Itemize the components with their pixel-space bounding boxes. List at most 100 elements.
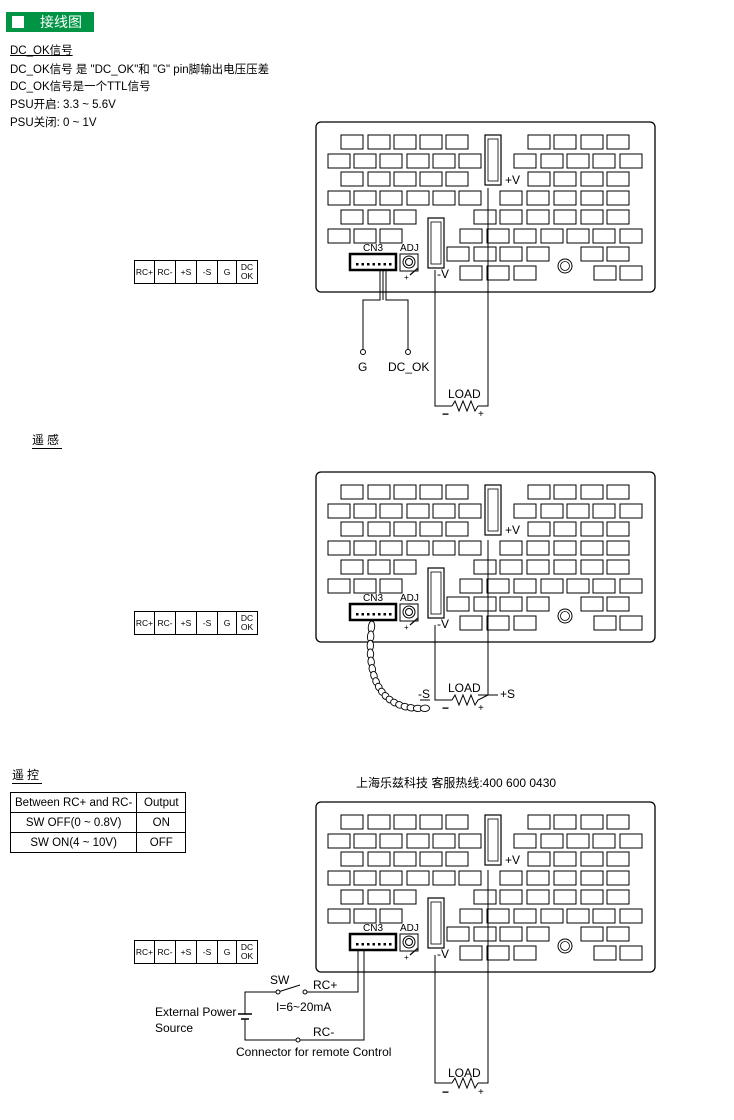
vent-slot <box>393 559 417 575</box>
remote-sense-wiring <box>420 540 498 707</box>
pin-dc-ok: DC OK <box>236 612 257 634</box>
label-load: LOAD <box>448 681 481 695</box>
vent-slot <box>619 265 643 281</box>
label-plus: + <box>478 703 484 714</box>
vent-slot <box>606 814 630 830</box>
connector-cn3 <box>348 252 398 272</box>
vent-slot <box>419 134 443 150</box>
vent-slot <box>526 540 550 556</box>
vent-slot <box>379 503 403 519</box>
vent-slot <box>445 171 469 187</box>
vent-slot <box>553 171 577 187</box>
table-cell: SW ON(4 ~ 10V) <box>9 832 138 853</box>
vent-slot <box>553 521 577 537</box>
vent-slot <box>499 926 523 942</box>
label-adj: ADJ <box>400 593 419 604</box>
vent-slot <box>606 559 630 575</box>
pin-g: G <box>217 612 236 634</box>
label-rc-plus: RC+ <box>313 978 337 992</box>
vent-slot <box>327 578 351 594</box>
vent-slot <box>458 833 482 849</box>
vent-slot <box>592 503 616 519</box>
vent-slot <box>619 153 643 169</box>
label-plus: + <box>478 1087 484 1098</box>
vent-slot <box>540 908 564 924</box>
remote-control-table: Between RC+ and RC- Output SW OFF(0 ~ 0.… <box>9 792 187 853</box>
vent-slot <box>513 153 537 169</box>
vent-slot <box>393 851 417 867</box>
vent-slot <box>513 833 537 849</box>
vent-slot <box>593 265 617 281</box>
dcok-line-2: DC_OK信号是一个TTL信号 <box>10 81 151 93</box>
vent-slot <box>367 521 391 537</box>
vent-slot <box>580 851 604 867</box>
label-minus: − <box>442 1085 449 1099</box>
table-row: SW OFF(0 ~ 0.8V) ON <box>9 812 187 833</box>
vent-slot <box>353 908 377 924</box>
vent-slot <box>513 615 537 631</box>
vent-slot <box>340 889 364 905</box>
pin-rc-plus: RC+ <box>135 266 154 277</box>
vent-slot <box>606 540 630 556</box>
vent-slot <box>432 503 456 519</box>
label-ext-power: External Power <box>155 1005 236 1019</box>
label-dcok: DC_OK <box>388 360 429 374</box>
vent-slot <box>340 521 364 537</box>
vent-slot <box>458 503 482 519</box>
vent-slot <box>458 540 482 556</box>
vent-slot <box>499 596 523 612</box>
vent-slot <box>526 870 550 886</box>
vent-slot <box>393 889 417 905</box>
vent-slot <box>353 503 377 519</box>
vent-slot <box>619 833 643 849</box>
vent-slot <box>445 851 469 867</box>
wire-dcok <box>385 270 409 350</box>
vent-slot <box>566 908 590 924</box>
vent-slot <box>446 596 470 612</box>
vent-slot <box>526 889 550 905</box>
vent-slot <box>606 870 630 886</box>
vent-slot <box>393 134 417 150</box>
vent-slot <box>406 153 430 169</box>
vent-slot <box>526 209 550 225</box>
label-cn3: CN3 <box>363 593 383 604</box>
vent-slot <box>486 908 510 924</box>
vent-slot <box>580 926 604 942</box>
vent-slot <box>540 578 564 594</box>
label-adj-plus: + <box>404 953 409 962</box>
pin-minus-s: -S <box>196 261 217 283</box>
label-adj-plus: + <box>404 273 409 282</box>
wire-rc-plus <box>305 950 359 993</box>
vent-slot <box>553 190 577 206</box>
pin-row: RC+ RC- +S -S G DC OK <box>134 260 258 284</box>
pin-rc-minus: RC- <box>154 612 175 634</box>
vent-slot <box>393 171 417 187</box>
vent-slot <box>458 190 482 206</box>
vent-slot <box>513 578 537 594</box>
vent-slot <box>379 870 403 886</box>
vent-slot <box>580 559 604 575</box>
adj-arrow-icon <box>409 947 419 956</box>
pin-plus-s: +S <box>175 612 196 634</box>
vent-slot <box>527 171 551 187</box>
vent-slot <box>406 833 430 849</box>
vent-slot <box>593 615 617 631</box>
vent-slot <box>553 559 577 575</box>
dcok-wiring <box>360 188 489 413</box>
vent-slot <box>459 615 483 631</box>
vent-slot <box>592 228 616 244</box>
vent-slot <box>566 228 590 244</box>
connector-cn3 <box>348 602 398 622</box>
vent-slot <box>580 889 604 905</box>
vent-slot <box>432 153 456 169</box>
vent-slot <box>619 615 643 631</box>
vent-slot <box>540 833 564 849</box>
vent-slot <box>353 870 377 886</box>
vent-slot <box>367 889 391 905</box>
vent-slot <box>553 870 577 886</box>
vent-slot <box>592 833 616 849</box>
vent-slot <box>432 540 456 556</box>
vent-slot <box>327 503 351 519</box>
vent-slot <box>527 521 551 537</box>
vent-slot <box>353 833 377 849</box>
